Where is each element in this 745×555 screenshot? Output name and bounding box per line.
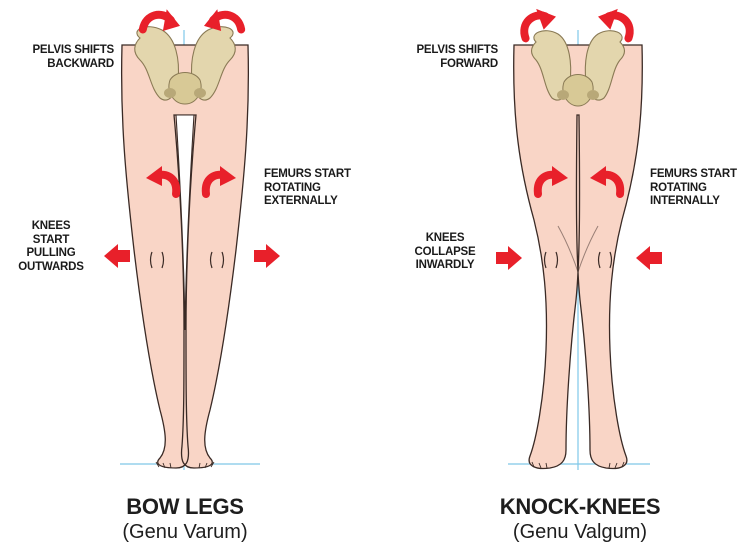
bow-femur-label-line: ROTATING (264, 182, 374, 196)
knock-pelvis-label-line: PELVIS SHIFTS (398, 44, 498, 58)
bow-knee-label: KNEES START PULLING OUTWARDS (6, 220, 96, 274)
bow-legs-subtitle: (Genu Varum) (90, 520, 280, 545)
knock-femur-label-line: INTERNALLY (650, 195, 742, 209)
knock-knee-label: KNEES COLLAPSE INWARDLY (400, 232, 490, 273)
bow-pelvis-label-line: BACKWARD (14, 58, 114, 72)
bow-femur-label-line: EXTERNALLY (264, 195, 374, 209)
bow-legs-figure (104, 6, 280, 470)
knock-knee-arrow-right (636, 246, 662, 270)
knock-knees-figure (496, 3, 662, 470)
knock-femur-label: FEMURS START ROTATING INTERNALLY (650, 168, 742, 209)
knock-pelvis-label: PELVIS SHIFTS FORWARD (398, 44, 498, 71)
bow-knee-label-line: KNEES (6, 220, 96, 234)
bow-knee-arrow-left (104, 244, 130, 268)
bow-femur-label-line: FEMURS START (264, 168, 374, 182)
bow-knee-label-line: PULLING (6, 247, 96, 261)
bow-pelvis-label: PELVIS SHIFTS BACKWARD (14, 44, 114, 71)
knock-knees-subtitle: (Genu Valgum) (480, 520, 680, 545)
bow-knee-label-line: START (6, 234, 96, 248)
knock-knee-label-line: COLLAPSE (400, 246, 490, 260)
bow-pelvis-label-line: PELVIS SHIFTS (14, 44, 114, 58)
knock-knees-title: KNOCK-KNEES (480, 494, 680, 520)
knock-femur-label-line: ROTATING (650, 182, 742, 196)
knock-knee-arrow-left (496, 246, 522, 270)
bow-knee-label-line: OUTWARDS (6, 261, 96, 275)
knock-femur-label-line: FEMURS START (650, 168, 742, 182)
knock-knee-label-line: KNEES (400, 232, 490, 246)
knock-knees-title-block: KNOCK-KNEES (Genu Valgum) (480, 494, 680, 545)
bow-legs-title: BOW LEGS (90, 494, 280, 520)
bow-knee-arrow-right (254, 244, 280, 268)
knock-pelvis-label-line: FORWARD (398, 58, 498, 72)
bow-femur-label: FEMURS START ROTATING EXTERNALLY (264, 168, 374, 209)
bow-legs-title-block: BOW LEGS (Genu Varum) (90, 494, 280, 545)
knock-knee-label-line: INWARDLY (400, 259, 490, 273)
